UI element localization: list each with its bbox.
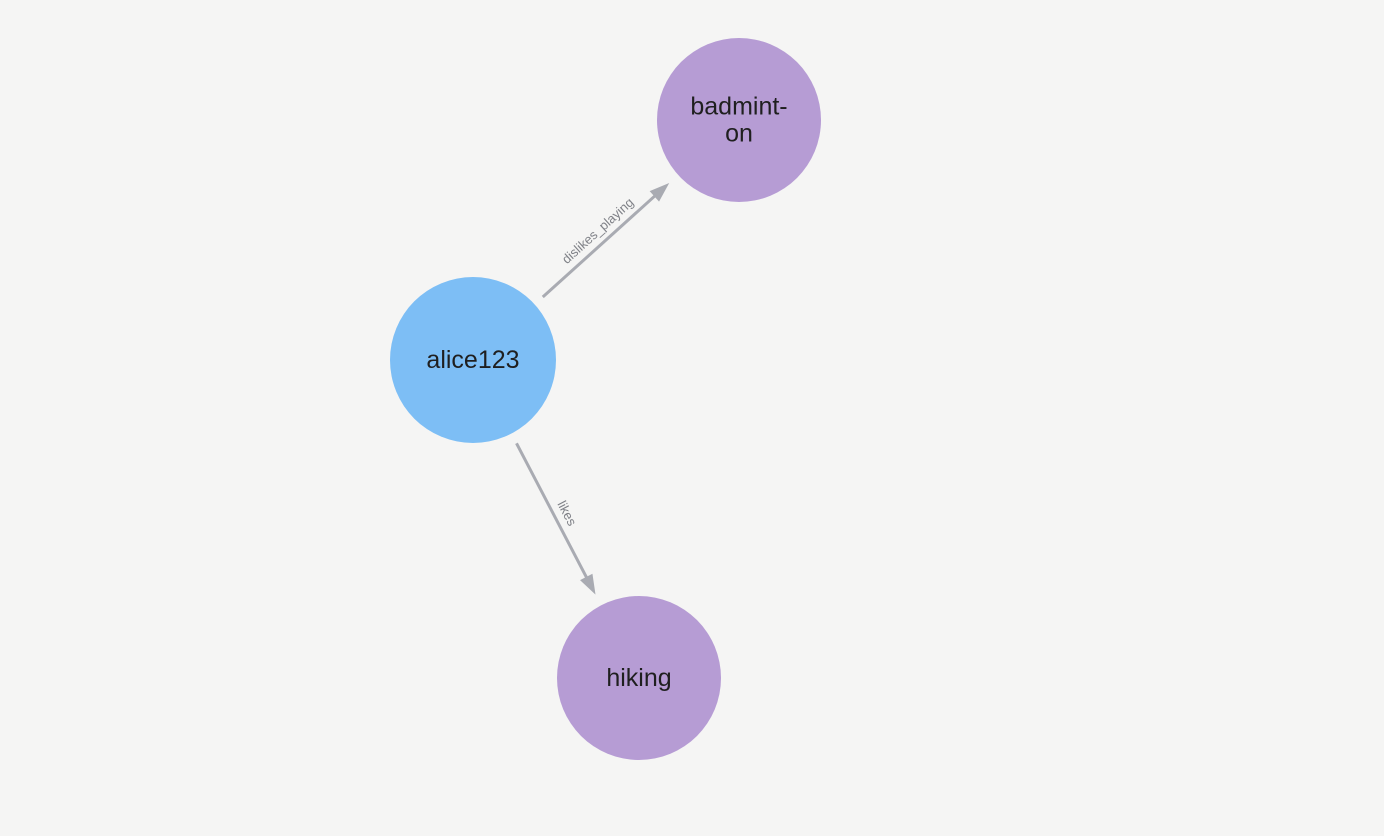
node-circle-hiking[interactable] [557, 596, 721, 760]
node-hiking[interactable]: hiking [557, 596, 721, 760]
node-circle-badminton[interactable] [657, 38, 821, 202]
node-badminton[interactable]: badmint-on [657, 38, 821, 202]
edge-line [541, 192, 659, 299]
edge-arrowhead-icon [580, 573, 596, 595]
edge-label: dislikes_playing [559, 195, 637, 267]
edge-line [515, 442, 590, 582]
node-alice123[interactable]: alice123 [390, 277, 556, 443]
node-circle-alice123[interactable] [390, 277, 556, 443]
edge-arrowhead-icon [649, 182, 670, 202]
edge-dislikes_playing[interactable]: dislikes_playing [541, 182, 670, 299]
edge-likes[interactable]: likes [515, 442, 596, 595]
